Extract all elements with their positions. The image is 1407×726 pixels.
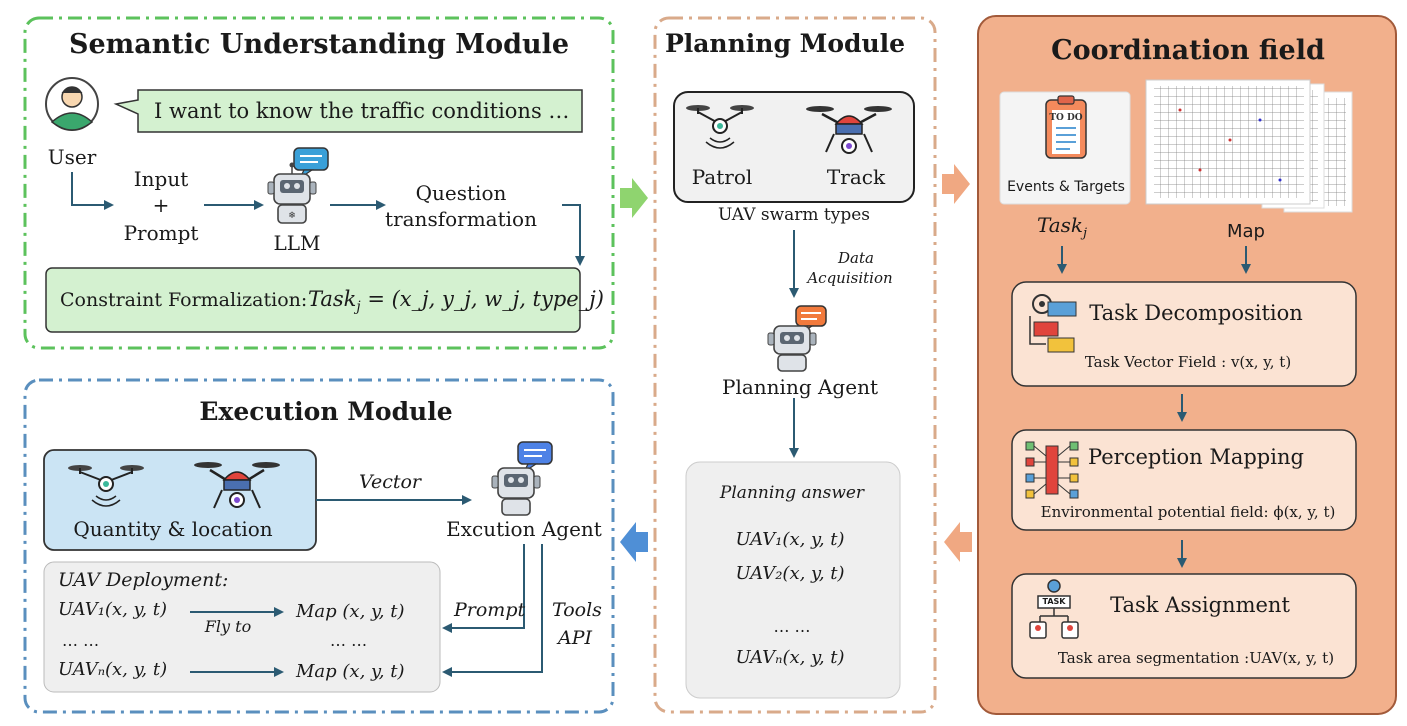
deployment-map-dots: … …: [330, 631, 368, 650]
map-grid-icon: [1145, 79, 1353, 213]
planning-answer-title: Planning answer: [719, 483, 865, 503]
planning-uavn: UAVₙ(x, y, t): [735, 647, 845, 668]
vector-label: Vector: [358, 471, 422, 493]
input-label: Input: [133, 167, 189, 191]
planning-robot-icon: [767, 305, 827, 372]
planning-to-execution-arrow: [620, 522, 648, 562]
speech-bubble: [113, 89, 583, 133]
semantic-to-planning-arrow: [620, 178, 648, 218]
constraint-label: Constraint Formalization:: [60, 289, 308, 311]
prompt-label: Prompt: [123, 221, 199, 245]
todo-clipboard-icon: [1045, 95, 1087, 159]
task-assignment-box: [1011, 573, 1357, 679]
task-assignment-sub: Task area segmentation :UAV(x, y, t): [1057, 649, 1335, 667]
deployment-uavn: UAVₙ(x, y, t): [58, 659, 168, 680]
perception-mapping-icon: [1025, 441, 1079, 499]
task-icon-label: TASK: [1042, 597, 1066, 606]
execution-module-title: Execution Module: [199, 397, 453, 426]
execution-patrol-drone-icon: [68, 465, 144, 507]
planning-uav1: UAV₁(x, y, t): [735, 529, 845, 550]
semantic-module-frame: [23, 16, 615, 350]
user-icon: [45, 77, 99, 131]
llm-label: LLM: [273, 231, 321, 255]
map-label: Map: [1227, 221, 1265, 242]
execution-robot-icon: [491, 441, 553, 516]
execution-module-frame: [23, 378, 615, 714]
events-targets-label: Events & Targets: [1007, 179, 1125, 195]
transformation-label: transformation: [385, 207, 537, 231]
task-decomposition-icon: [1029, 294, 1077, 353]
perception-mapping-sub: Environmental potential field: ϕ(x, y, t…: [1040, 503, 1336, 521]
planning-uav2: UAV₂(x, y, t): [735, 563, 845, 584]
semantic-module-title: Semantic Understanding Module: [68, 29, 570, 60]
track-label: Track: [826, 165, 886, 189]
planning-module-title: Planning Module: [664, 29, 906, 58]
user-label: User: [47, 145, 97, 169]
planning-to-coordination-arrow: [942, 164, 970, 204]
deployment-box: [43, 561, 441, 693]
api-label: API: [558, 627, 593, 649]
planning-agent-label: Planning Agent: [722, 375, 878, 399]
deployment-mapn: Map (x, y, t): [296, 661, 405, 682]
planning-answer-box: [685, 461, 901, 699]
coordination-to-planning-arrow: [944, 522, 972, 562]
planning-dots: … …: [773, 617, 811, 636]
planning-module-frame: [653, 16, 937, 714]
constraint-box: [45, 267, 581, 333]
task-decomposition-box: [1011, 281, 1357, 387]
execution-agent-label: Excution Agent: [446, 517, 602, 541]
speech-text: I want to know the traffic conditions …: [154, 99, 570, 123]
swarm-types-label: UAV swarm types: [717, 205, 871, 225]
perception-mapping-title: Perception Mapping: [1088, 445, 1304, 469]
question-label: Question: [415, 181, 507, 205]
deployment-uav-dots: … …: [62, 631, 100, 650]
track-drone-icon: [806, 106, 892, 154]
deployment-uav1: UAV₁(x, y, t): [58, 599, 168, 620]
task-decomposition-sub: Task Vector Field : v(x, y, t): [1084, 353, 1292, 371]
quantity-location-label: Quantity & location: [73, 517, 273, 541]
data-label: Data: [838, 249, 874, 267]
task-decomposition-title: Task Decomposition: [1089, 301, 1303, 325]
prompt-arrow-label: Prompt: [454, 599, 526, 621]
patrol-label: Patrol: [691, 165, 753, 189]
input-plus: +: [152, 193, 170, 217]
todo-label: TO DO: [1049, 113, 1083, 123]
deployment-map1: Map (x, y, t): [296, 601, 405, 622]
task-assignment-title: Task Assignment: [1110, 593, 1290, 617]
task-assignment-icon: [1029, 579, 1079, 639]
task-j-label: Taskj: [1036, 213, 1088, 241]
deployment-title: UAV Deployment:: [58, 569, 229, 591]
constraint-formula: Taskj = (x_j, y_j, w_j, type_j): [308, 287, 604, 316]
perception-mapping-box: [1011, 429, 1357, 531]
coordination-title: Coordination field: [1051, 35, 1325, 66]
execution-track-drone-icon: [194, 462, 280, 509]
acquisition-label: Acquisition: [807, 269, 893, 287]
svg-text:❄: ❄: [288, 211, 296, 221]
fly-to-label: Fly to: [204, 617, 252, 636]
llm-robot-icon: ❄: [267, 147, 329, 224]
patrol-drone-icon: [686, 105, 754, 149]
tools-label: Tools: [552, 599, 602, 621]
